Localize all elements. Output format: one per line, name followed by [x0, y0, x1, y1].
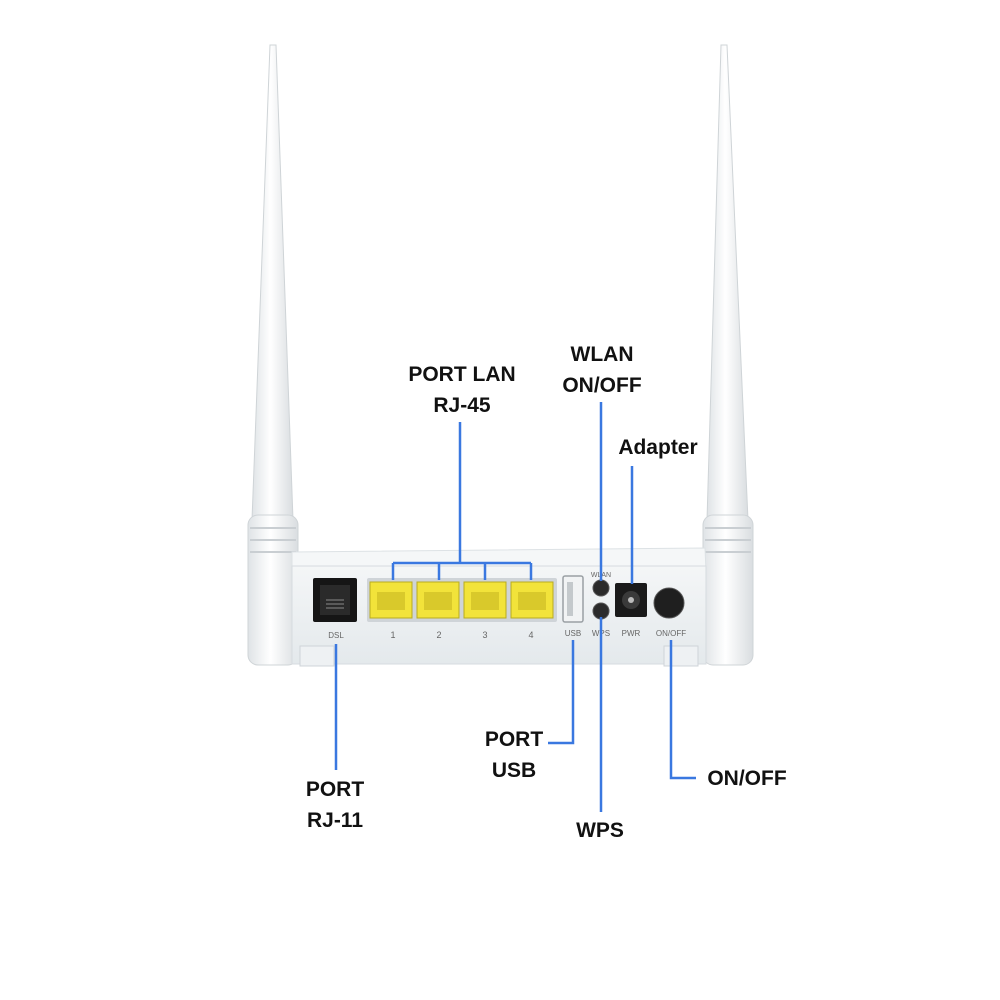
wps-button	[592, 602, 610, 620]
dsl-port	[313, 578, 357, 622]
lan-port-label-2: 2	[436, 630, 441, 640]
power-jack-label: PWR	[622, 629, 641, 638]
lan-port-3	[463, 581, 507, 619]
lan-port-group	[367, 578, 557, 622]
left-antenna	[247, 44, 299, 666]
right-antenna	[702, 44, 754, 666]
wlan-button	[592, 579, 610, 597]
callout-wps-line1: WPS	[576, 819, 624, 842]
callout-wlan-line1: WLAN	[570, 343, 634, 366]
lan-port-label-3: 3	[482, 630, 487, 640]
callout-port-lan-line2: RJ-45	[433, 394, 491, 417]
lan-port-label-1: 1	[390, 630, 395, 640]
callout-port-rj11-line2: RJ-11	[306, 809, 364, 832]
callout-port-rj11-line1: PORT	[305, 778, 365, 801]
power-switch	[653, 587, 685, 619]
callout-port-lan-line1: PORT LAN	[408, 363, 516, 386]
callout-adapter: Adapter	[604, 432, 712, 463]
callout-port-usb-line1: PORT	[484, 728, 544, 751]
usb-port	[562, 575, 584, 623]
callout-port-rj11: PORT RJ-11	[294, 774, 376, 836]
callout-wlan: WLAN ON/OFF	[546, 339, 658, 401]
dsl-port-label: DSL	[328, 631, 344, 640]
callout-onoff: ON/OFF	[698, 763, 796, 794]
callout-wps: WPS	[560, 815, 640, 846]
callout-adapter-line1: Adapter	[618, 436, 698, 459]
callout-port-usb-line2: USB	[491, 759, 537, 782]
callout-port-lan: PORT LAN RJ-45	[395, 359, 529, 421]
lan-port-label-4: 4	[528, 630, 533, 640]
leader-line-onoff	[669, 640, 696, 780]
leader-lines	[334, 402, 696, 812]
lan-port-2	[416, 581, 460, 619]
lan-port-4	[510, 581, 554, 619]
callout-onoff-line1: ON/OFF	[707, 767, 787, 790]
leader-line-port-usb	[548, 640, 575, 745]
callout-wlan-line2: ON/OFF	[562, 374, 642, 397]
power-switch-label: ON/OFF	[656, 629, 686, 638]
lan-port-1	[369, 581, 413, 619]
callout-port-usb: PORT USB	[474, 724, 554, 786]
usb-port-label: USB	[565, 629, 581, 638]
power-jack	[615, 583, 647, 617]
